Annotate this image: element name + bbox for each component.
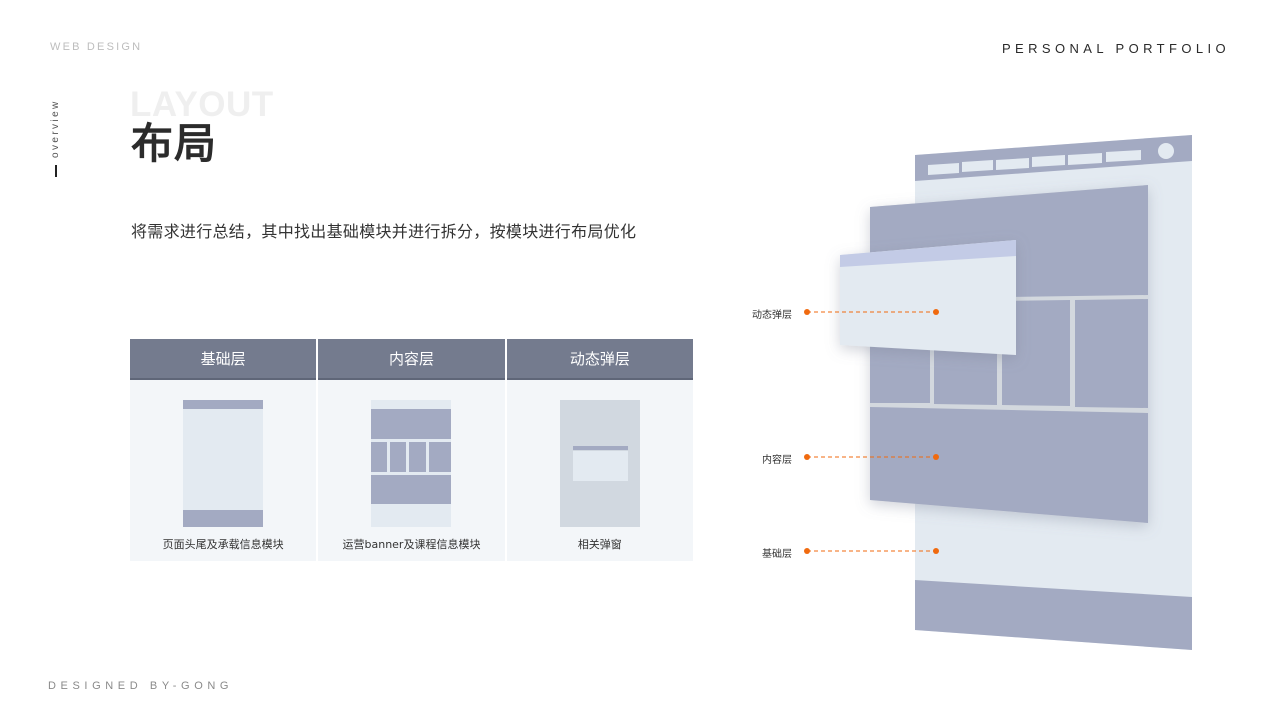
header-web-design: WEB DESIGN bbox=[50, 41, 143, 53]
layer-caption: 运营banner及课程信息模块 bbox=[342, 538, 481, 551]
layer-column-popup: 动态弹层 相关弹窗 bbox=[506, 339, 693, 561]
layer-illustration bbox=[740, 125, 1210, 665]
layer-caption: 相关弹窗 bbox=[577, 538, 622, 551]
layer-table: 基础层 页面头尾及承载信息模块 内容层 运营banner及课程信息模块 bbox=[130, 339, 693, 561]
content-layer-thumbnail bbox=[371, 400, 452, 527]
page-description: 将需求进行总结，其中找出基础模块并进行拆分，按模块进行布局优化 bbox=[131, 222, 637, 241]
overview-divider bbox=[55, 165, 57, 177]
overview-vertical-label: overview bbox=[50, 92, 64, 158]
popup-layer-thumbnail bbox=[559, 400, 640, 527]
layer-column-content: 内容层 运营banner及课程信息模块 bbox=[318, 339, 505, 561]
layer-header: 动态弹层 bbox=[506, 339, 693, 380]
layer-stack-graphic bbox=[804, 135, 1192, 650]
layer-header: 内容层 bbox=[318, 339, 505, 380]
callout-base-layer: 基础层 bbox=[762, 549, 792, 560]
layer-body: 运营banner及课程信息模块 bbox=[318, 380, 505, 561]
header-personal-portfolio: PERSONAL PORTFOLIO bbox=[1001, 41, 1230, 56]
footer-credit: DESIGNED BY-GONG bbox=[48, 680, 234, 692]
layer-header: 基础层 bbox=[130, 339, 317, 380]
layer-body: 相关弹窗 bbox=[506, 380, 693, 561]
layer-caption: 页面头尾及承载信息模块 bbox=[162, 538, 284, 551]
page-title: 布局 bbox=[131, 119, 218, 168]
callout-content-layer: 内容层 bbox=[762, 455, 792, 466]
base-layer-thumbnail bbox=[183, 400, 264, 527]
overview-text: overview bbox=[50, 99, 61, 158]
callout-popup-layer: 动态弹层 bbox=[752, 310, 792, 321]
layer-column-base: 基础层 页面头尾及承载信息模块 bbox=[130, 339, 317, 561]
layer-body: 页面头尾及承载信息模块 bbox=[130, 380, 317, 561]
title-background-text: LAYOUT bbox=[130, 85, 274, 124]
